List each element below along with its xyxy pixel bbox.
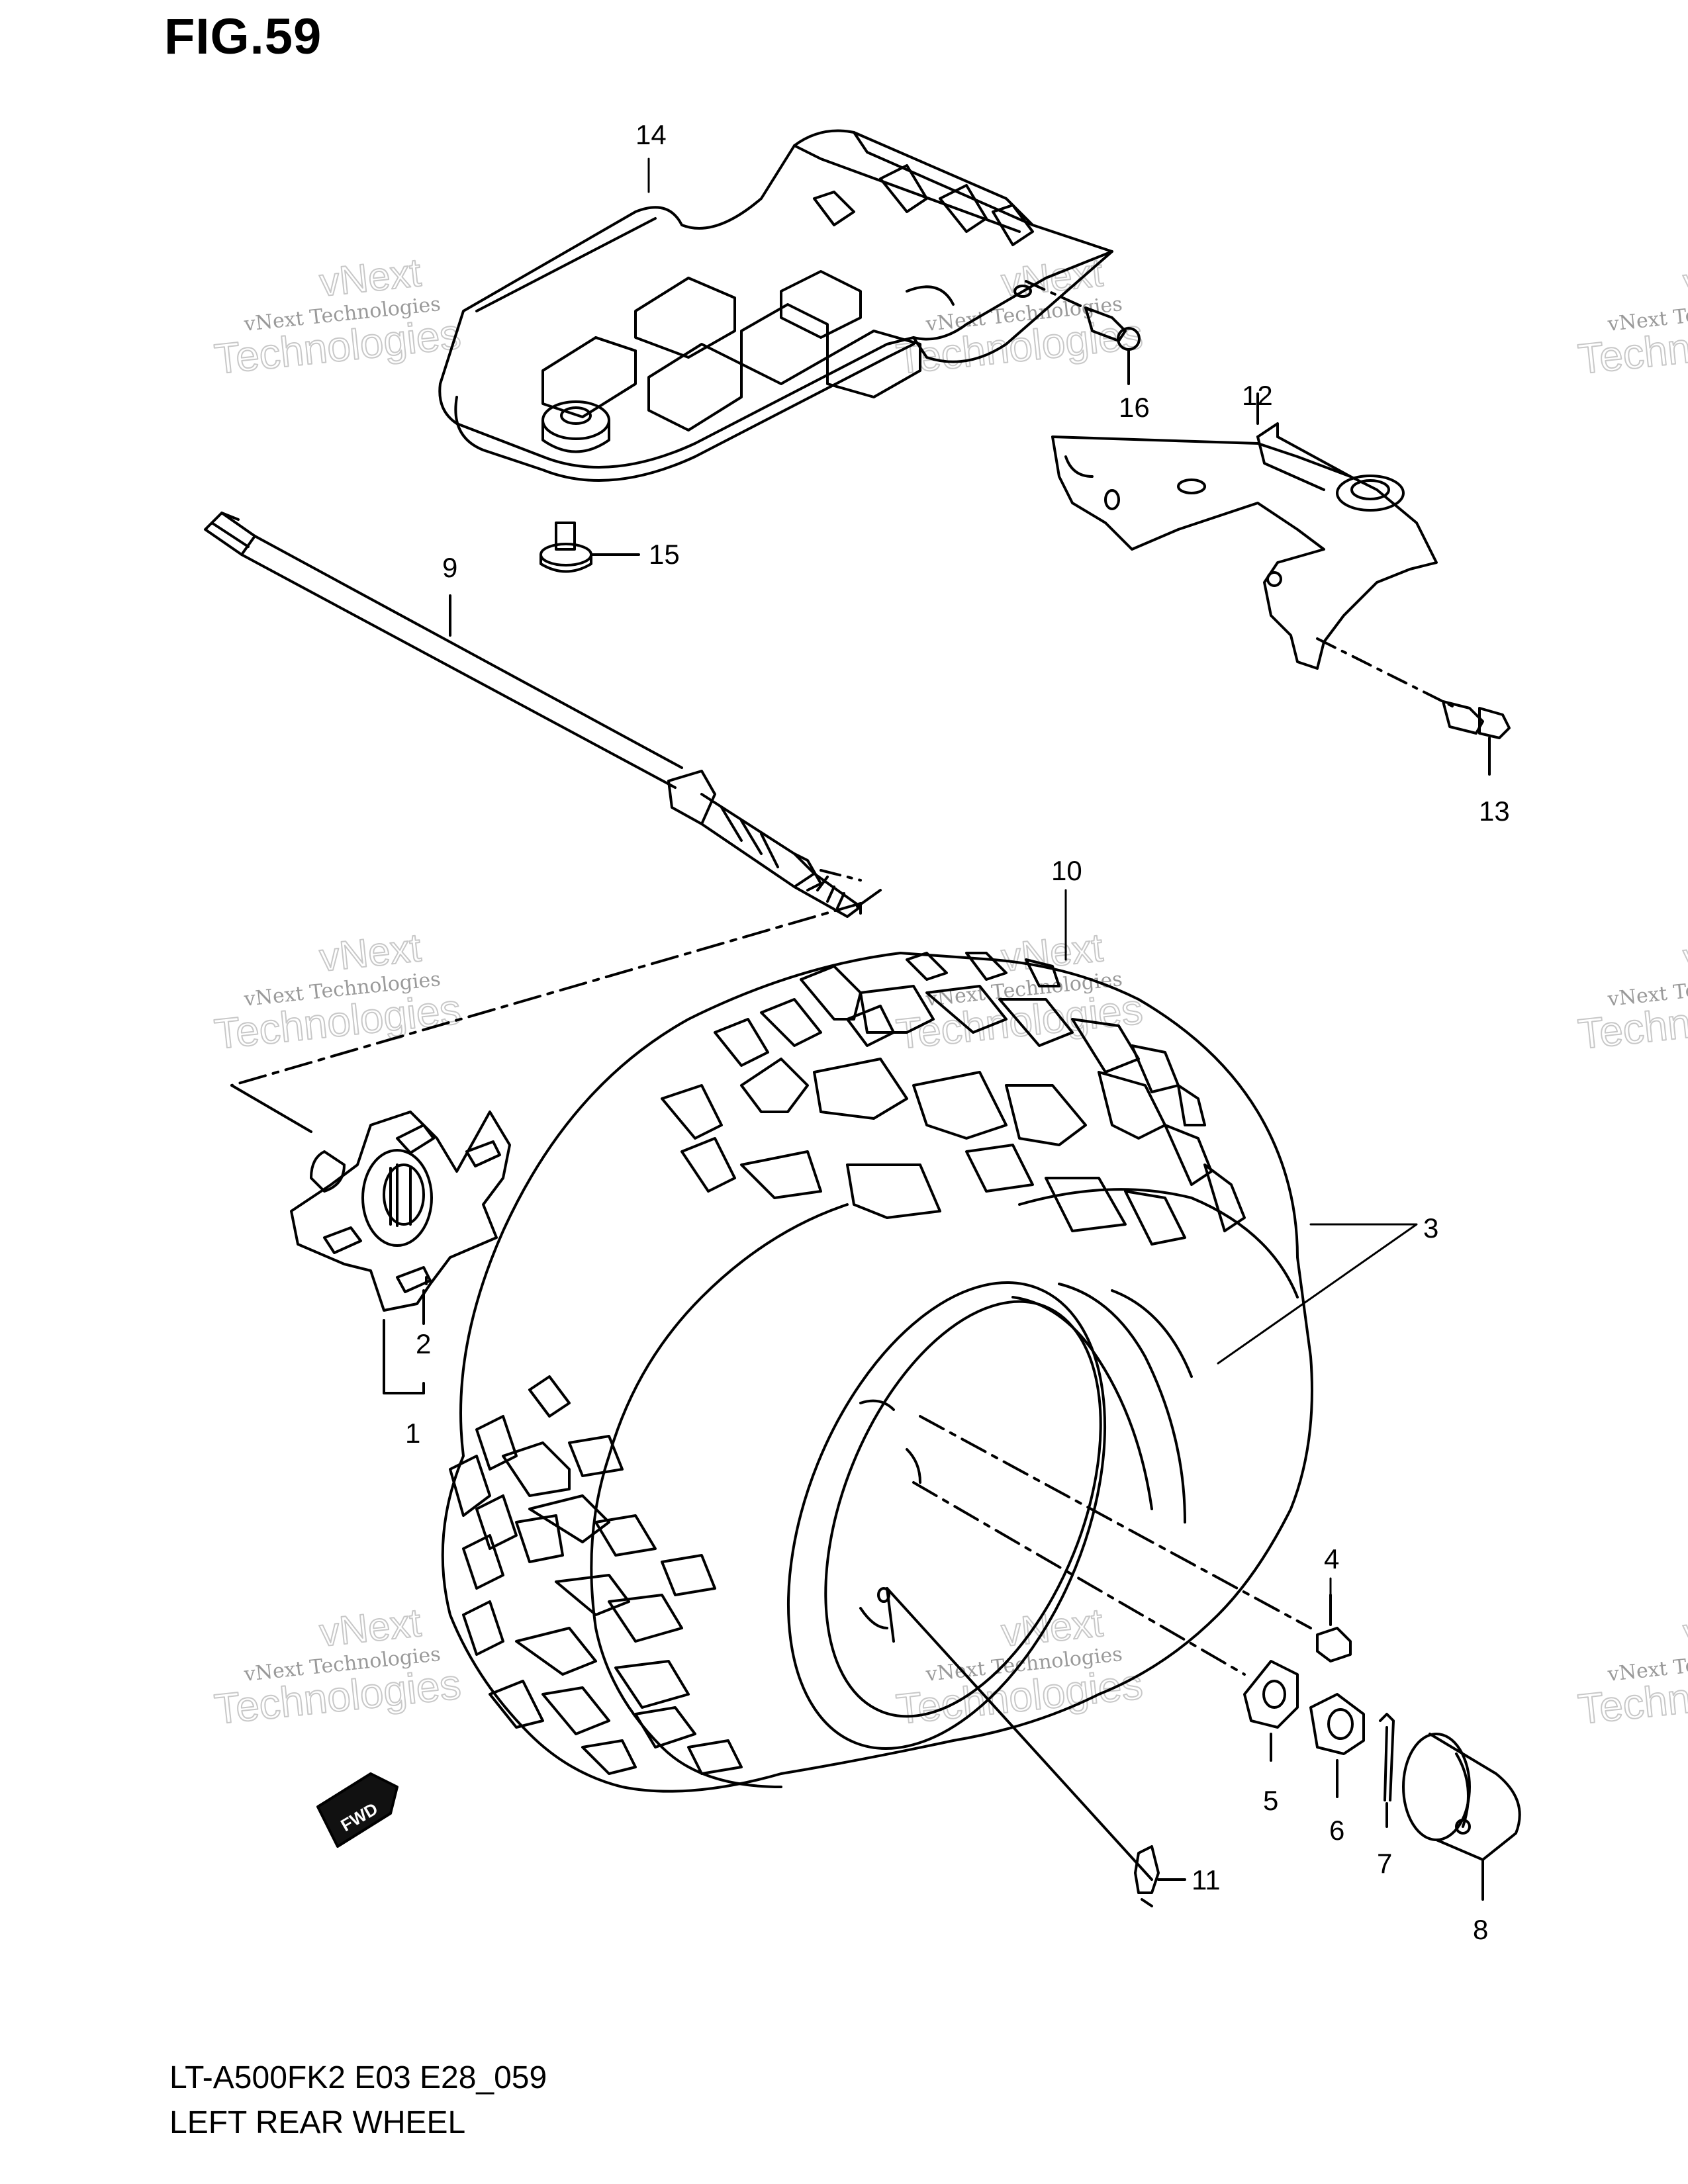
callout-labels: 1 2 3 4 5 6 7 8 9 10 11 12 13 14 15 16: [405, 119, 1510, 1945]
callout-2: 2: [416, 1328, 431, 1359]
callout-8: 8: [1473, 1914, 1488, 1945]
part-11-valve: [1134, 1845, 1186, 1907]
leader-hub: [230, 1084, 312, 1133]
part-4-nut: [1316, 1594, 1352, 1662]
part-9-axle: [204, 512, 882, 918]
figure-title: FIG.59: [164, 9, 322, 65]
watermark-vnext: vNext: [1681, 250, 1688, 305]
callout-11: 11: [1192, 1864, 1221, 1895]
centerline-axle: [230, 902, 862, 1087]
watermark-vnext: vNext: [1681, 1600, 1688, 1655]
part-3-tire: [441, 952, 1313, 1881]
part-1-hub: [290, 1111, 511, 1394]
part-14-guard: [438, 129, 1113, 482]
figure-name-caption: LEFT REAR WHEEL: [169, 2105, 466, 2140]
leader-lines: [449, 158, 1418, 1626]
part-8-hub-cap: [1402, 1733, 1521, 1901]
fwd-arrow-icon: FWD: [316, 1772, 399, 1848]
callout-13: 13: [1479, 796, 1510, 827]
watermark-group: vNext vNext Technologies Technologies vN…: [211, 250, 1688, 1734]
callout-15: 15: [649, 539, 680, 570]
callout-16: 16: [1119, 392, 1150, 423]
model-code-caption: LT-A500FK2 E03 E28_059: [169, 2060, 547, 2095]
part-16-bolt: [1084, 306, 1141, 385]
callout-12: 12: [1242, 380, 1273, 411]
part-13-bolt: [1442, 700, 1511, 776]
callout-6: 6: [1329, 1815, 1344, 1846]
callout-7: 7: [1377, 1848, 1392, 1879]
part-5-washer: [1243, 1660, 1299, 1762]
callout-4: 4: [1324, 1543, 1339, 1574]
part-15-grommet: [539, 522, 640, 573]
callout-5: 5: [1263, 1785, 1278, 1816]
part-6-castle-nut: [1309, 1693, 1365, 1798]
callout-14: 14: [635, 119, 667, 150]
callout-3: 3: [1423, 1212, 1438, 1244]
callout-1: 1: [405, 1418, 420, 1449]
part-12-bracket: [1051, 392, 1458, 709]
callout-10: 10: [1051, 855, 1082, 886]
callout-9: 9: [442, 552, 457, 583]
watermark-vnext: vNext: [1681, 925, 1688, 980]
part-7-cotter-pin: [1379, 1713, 1395, 1828]
